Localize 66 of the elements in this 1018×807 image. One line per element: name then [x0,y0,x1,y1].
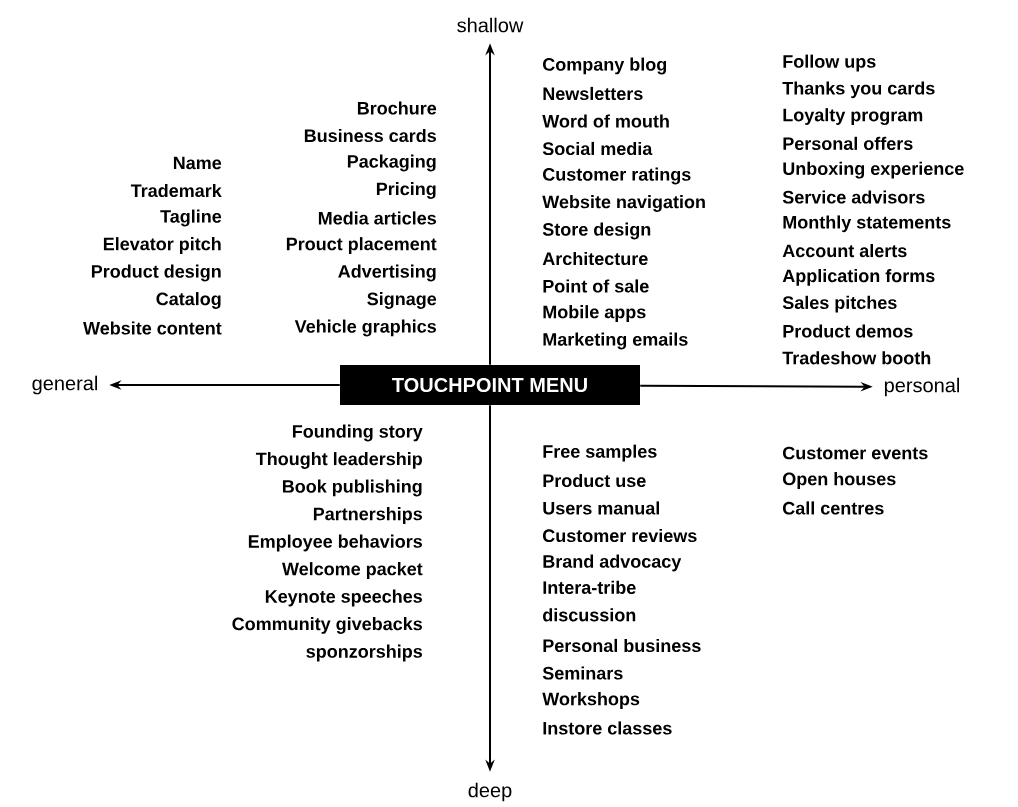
list-item: Seminars [542,666,623,680]
list-item: Pricing [376,182,436,199]
list-item: Workshops [542,692,640,709]
list-item: Employee behaviors [248,534,422,552]
list-item: Service advisors [782,190,925,204]
list-item: Loyalty program [783,108,923,125]
list-item: Website navigation [542,195,705,212]
axis-label: deep [468,782,512,802]
list-item: Product design [91,264,221,282]
list-item: Business cards [304,128,436,143]
axis-label: shallow [457,17,524,33]
list-item: Customer reviews [543,528,697,543]
list-item: Users manual [543,501,659,515]
list-item: Instore classes [543,721,672,735]
list-item: Catalog [156,292,221,309]
list-item: Mobile apps [543,305,646,322]
list-item: Elevator pitch [103,237,221,254]
list-item: Packaging [347,154,436,172]
list-item: Free samples [543,444,657,462]
list-item: Thanks you cards [782,81,935,99]
list-item: Monthly statements [783,215,951,233]
list-item: Architecture [542,251,648,266]
list-item: Advertising [338,264,436,282]
list-item: Brochure [357,101,437,115]
list-item: Product demos [783,324,913,338]
list-item: Personal offers [783,136,913,150]
list-item: Tradeshow booth [782,351,931,365]
list-item: Sales pitches [782,295,897,313]
list-item: Book publishing [282,479,422,497]
list-item: Partnerships [313,507,422,524]
list-item: Intera-tribe discussion [543,580,636,622]
list-item: Welcome packet [282,562,423,579]
list-item: Social media [542,141,653,156]
list-item: Media articles [318,211,436,225]
list-item: sponzorships [306,644,422,662]
list-item: Name [173,156,222,170]
list-item: Website content [83,321,222,335]
list-item: Account alerts [782,244,907,258]
axis-label: general [32,375,97,395]
list-item: Thought leadership [255,452,422,469]
list-item: Community givebacks [232,617,422,634]
list-item: Customer ratings [543,167,691,185]
list-item: Marketing emails [543,332,688,350]
list-item: Application forms [782,269,935,286]
list-item: Personal business [543,638,701,653]
axis-label: personal [884,377,959,397]
list-item: Store design [542,222,651,240]
title-box: TOUCHPOINT MENU [340,365,640,405]
list-item: Open houses [783,472,896,489]
list-item: Point of sale [543,279,649,293]
list-item: Follow ups [783,54,876,72]
list-item: Customer events [783,446,928,460]
list-item: Trademark [130,183,222,198]
list-item: Prouct placement [286,237,437,254]
list-item: Keynote speeches [265,589,422,607]
list-item: Call centres [783,501,884,515]
list-item: Brand advocacy [543,554,682,572]
list-item: Unboxing experience [783,161,964,179]
list-item: Tagline [160,209,222,227]
list-item: Founding story [292,424,423,442]
list-item: Vehicle graphics [294,319,436,337]
list-item: Signage [367,292,437,309]
list-item: Newsletters [543,86,643,101]
list-item: Product use [543,473,646,488]
list-item: Word of mouth [542,114,669,128]
list-item: Company blog [543,57,667,75]
